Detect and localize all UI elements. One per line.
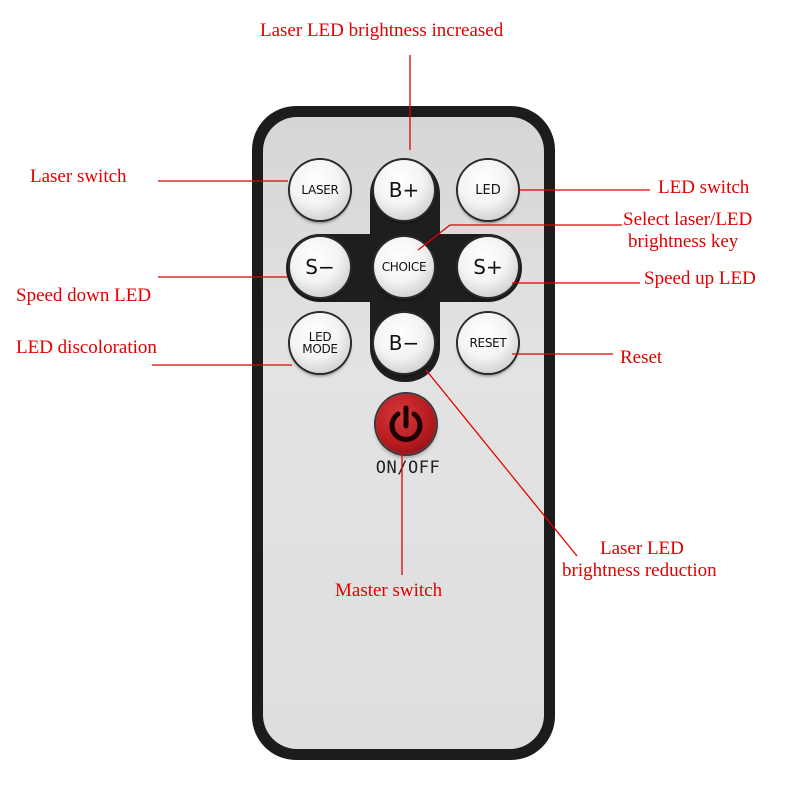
label-brightness-reduction-line2: brightness reduction xyxy=(562,560,717,581)
label-reset: Reset xyxy=(620,347,663,368)
line-brightness-reduction xyxy=(425,369,578,557)
label-brightness-reduction-line1: Laser LED xyxy=(600,538,684,559)
power-button[interactable] xyxy=(376,394,436,454)
label-select-key-line1: Select laser/LED xyxy=(623,209,753,230)
brightness-up-label: B+ xyxy=(388,178,420,202)
label-led-switch: LED switch xyxy=(658,177,750,198)
led-mode-button[interactable]: LED MODE xyxy=(290,313,350,373)
reset-button[interactable]: RESET xyxy=(458,313,518,373)
speed-up-button[interactable]: S+ xyxy=(458,237,518,297)
reset-button-label: RESET xyxy=(469,336,507,350)
choice-button-label: CHOICE xyxy=(381,260,427,274)
power-icon xyxy=(389,405,423,442)
label-led-discoloration: LED discoloration xyxy=(16,337,157,358)
brightness-up-button[interactable]: B+ xyxy=(374,160,434,220)
led-button-label: LED xyxy=(475,182,501,198)
on-off-label: ON/OFF xyxy=(375,458,441,478)
label-select-key-line2: brightness key xyxy=(628,231,739,252)
led-mode-label: LED MODE xyxy=(302,330,338,356)
speed-down-label: S− xyxy=(305,255,335,279)
speed-up-label: S+ xyxy=(473,255,503,279)
led-button[interactable]: LED xyxy=(458,160,518,220)
laser-button[interactable]: LASER xyxy=(290,160,350,220)
brightness-down-label: B− xyxy=(388,331,420,355)
label-brightness-increased: Laser LED brightness increased xyxy=(260,20,504,41)
brightness-down-button[interactable]: B− xyxy=(374,313,434,373)
label-speed-down: Speed down LED xyxy=(16,285,152,306)
label-speed-up: Speed up LED xyxy=(644,268,756,289)
line-select-key-a xyxy=(417,224,451,251)
label-master-switch: Master switch xyxy=(335,580,443,601)
speed-down-button[interactable]: S− xyxy=(290,237,350,297)
choice-button[interactable]: CHOICE xyxy=(374,237,434,297)
laser-button-label: LASER xyxy=(301,183,339,197)
label-laser-switch: Laser switch xyxy=(30,166,127,187)
